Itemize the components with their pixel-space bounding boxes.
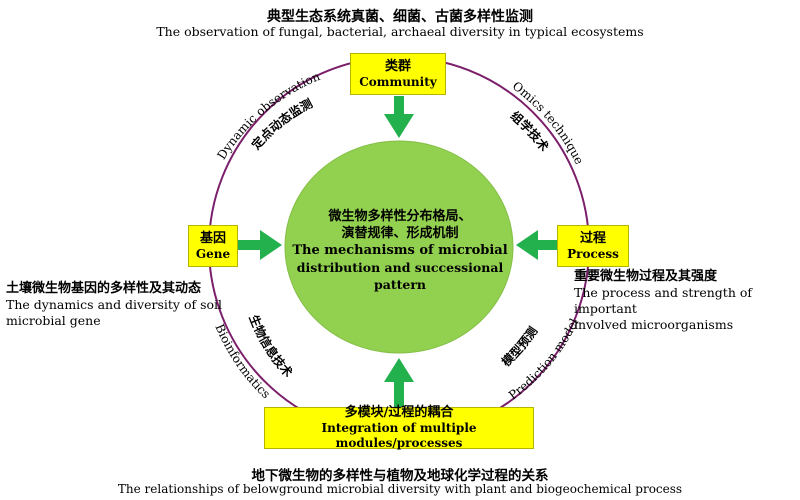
arc-top-left-cn: 定点动态监测 — [248, 95, 315, 152]
community-box: 类群 Community — [350, 53, 446, 95]
community-en: Community — [359, 74, 437, 89]
right-note-cn: 重要微生物过程及其强度 — [574, 269, 718, 284]
left-note-en-2: microbial gene — [6, 313, 101, 328]
gene-cn: 基因 — [199, 230, 226, 246]
center-line-1: 微生物多样性分布格局、 — [328, 209, 472, 224]
arrow-right-icon — [238, 230, 282, 260]
left-note-cn: 土壤微生物基因的多样性及其动态 — [6, 281, 202, 296]
arrow-down-icon — [384, 96, 414, 138]
center-line-3: The mechanisms of microbial — [292, 243, 508, 258]
bottom-title-en: The relationships of belowground microbi… — [117, 482, 683, 496]
top-title-cn: 典型生态系统真菌、细菌、古菌多样性监测 — [267, 9, 533, 25]
right-note-en-1: The process and strength of important — [574, 285, 753, 316]
right-note: 重要微生物过程及其强度 The process and strength of … — [574, 269, 798, 333]
integration-cn: 多模块/过程的耦合 — [344, 405, 454, 420]
arc-top-left-en: Dynamic observation — [214, 69, 322, 162]
right-note-en-2: involved microorganisms — [574, 317, 734, 332]
left-note: 土壤微生物基因的多样性及其动态 The dynamics and diversi… — [6, 281, 236, 329]
arc-bottom-right-cn: 模型预测 — [498, 324, 540, 369]
gene-box: 基因 Gene — [188, 225, 238, 267]
center-line-4: distribution and successional pattern — [296, 260, 504, 292]
top-title-en: The observation of fungal, bacterial, ar… — [156, 24, 644, 39]
process-en: Process — [567, 246, 619, 261]
center-text: 微生物多样性分布格局、 演替规律、形成机制 The mechanisms of … — [285, 208, 515, 293]
community-cn: 类群 — [384, 58, 411, 74]
integration-box: 多模块/过程的耦合 Integration of multiple module… — [264, 405, 534, 450]
center-line-2: 演替规律、形成机制 — [341, 226, 459, 241]
integration-en: Integration of multiple modules/processe… — [321, 421, 477, 450]
process-cn: 过程 — [579, 230, 606, 246]
gene-en: Gene — [195, 246, 231, 261]
arrow-left-icon — [516, 230, 558, 260]
process-box: 过程 Process — [557, 225, 629, 267]
arrow-up-icon — [384, 358, 414, 408]
bottom-title-cn: 地下微生物的多样性与植物及地球化学过程的关系 — [251, 468, 549, 484]
center-circle — [284, 140, 514, 354]
arrows — [238, 96, 558, 408]
left-note-en-1: The dynamics and diversity of soil — [6, 297, 223, 312]
